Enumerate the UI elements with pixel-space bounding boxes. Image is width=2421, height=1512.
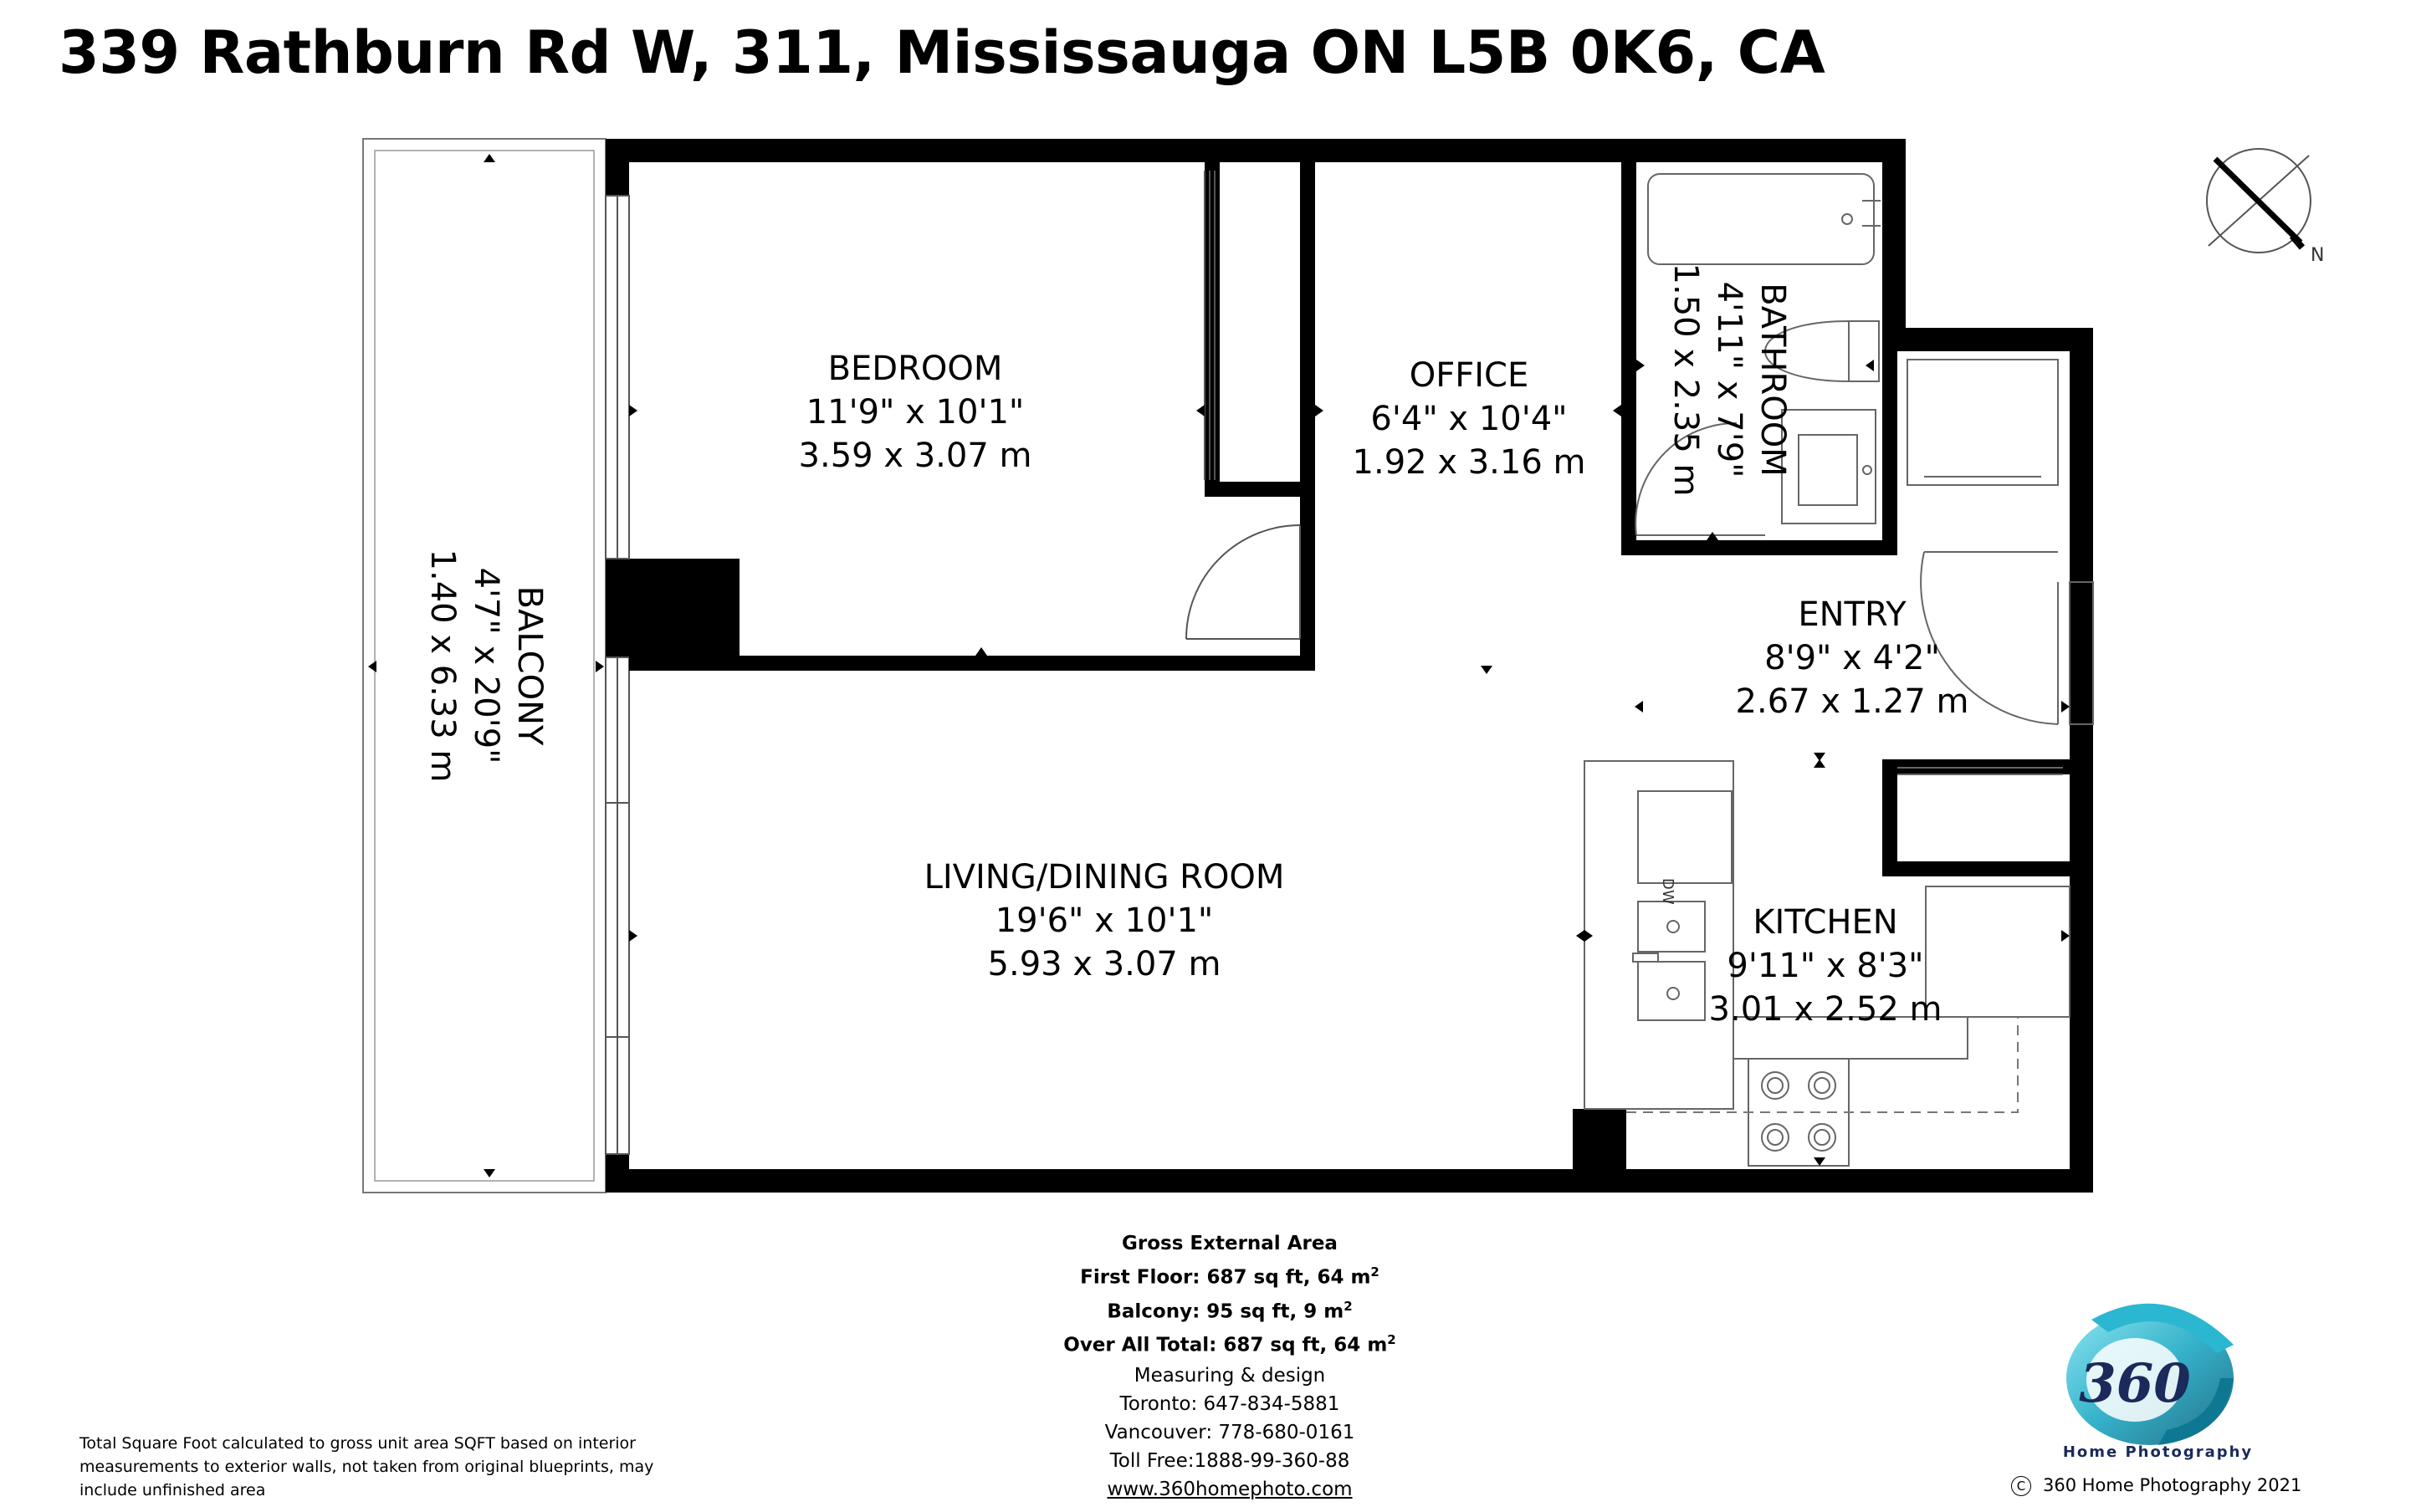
svg-text:3.59 x 3.07 m: 3.59 x 3.07 m (799, 437, 1032, 475)
svg-text:4'11" x 7'9": 4'11" x 7'9" (1710, 281, 1748, 478)
area-overall: Over All Total: 687 sq ft, 64 m2 (1063, 1332, 1396, 1356)
bathtub (1647, 173, 1881, 265)
area-first-floor: First Floor: 687 sq ft, 64 m2 (1080, 1264, 1379, 1289)
copyright-text: 360 Home Photography 2021 (2043, 1475, 2302, 1495)
room-label-office: OFFICE 6'4" x 10'4" 1.92 x 3.16 m (1353, 356, 1586, 482)
svg-text:6'4" x 10'4": 6'4" x 10'4" (1370, 400, 1567, 438)
svg-text:OFFICE: OFFICE (1410, 356, 1529, 395)
svg-text:1.92 x 3.16 m: 1.92 x 3.16 m (1353, 443, 1586, 482)
gross-area-summary: Gross External Area First Floor: 687 sq … (920, 1229, 1539, 1360)
contact-measuring: Measuring & design (1134, 1365, 1326, 1387)
compass-north-label: N (2311, 245, 2324, 266)
svg-text:1.50 x 2.35 m: 1.50 x 2.35 m (1666, 263, 1705, 497)
room-label-balcony: BALCONY 4'7" x 20'9" 1.40 x 6.33 m (423, 549, 549, 783)
logo-number: 360 (2079, 1352, 2191, 1415)
interior-walls (629, 162, 2070, 876)
company-logo: 360 (2066, 1303, 2234, 1445)
svg-text:11'9" x 10'1": 11'9" x 10'1" (806, 393, 1025, 432)
svg-text:1.40 x 6.33 m: 1.40 x 6.33 m (423, 549, 462, 783)
room-label-entry: ENTRY 8'9" x 4'2" 2.67 x 1.27 m (1736, 595, 1969, 721)
logo-text: Home Photography (2062, 1443, 2254, 1461)
contact-toronto: Toronto: 647-834-5881 (1119, 1393, 1340, 1415)
page-title: 339 Rathburn Rd W, 311, Mississauga ON L… (59, 18, 1825, 87)
contact-vancouver: Vancouver: 778-680-0161 (1104, 1422, 1355, 1443)
kitchen-pantry (1897, 767, 2070, 1018)
svg-text:19'6" x 10'1": 19'6" x 10'1" (996, 902, 1214, 940)
website-link[interactable]: www.360homephoto.com (1107, 1479, 1353, 1500)
bathroom-door (1635, 421, 1765, 536)
svg-text:BATHROOM: BATHROOM (1753, 283, 1792, 476)
room-label-bedroom: BEDROOM 11'9" x 10'1" 3.59 x 3.07 m (799, 350, 1032, 475)
room-label-kitchen: KITCHEN 9'11" x 8'3" 3.01 x 2.52 m (1709, 903, 1942, 1029)
balcony-windows (605, 195, 630, 1155)
svg-text:5.93 x 3.07 m: 5.93 x 3.07 m (988, 945, 1221, 983)
exterior-walls (606, 139, 2093, 1193)
dishwasher-label: DW (1659, 878, 1676, 905)
svg-text:BALCONY: BALCONY (510, 586, 549, 746)
bedroom-door (1185, 524, 1301, 640)
svg-text:4'7" x 20'9": 4'7" x 20'9" (467, 567, 505, 764)
entry-closet (1907, 359, 2059, 486)
svg-text:9'11" x 8'3": 9'11" x 8'3" (1727, 947, 1923, 985)
compass-icon (2206, 148, 2311, 253)
dimension-markers (368, 154, 2070, 1177)
svg-text:2.67 x 1.27 m: 2.67 x 1.27 m (1736, 682, 1969, 721)
svg-text:LIVING/DINING ROOM: LIVING/DINING ROOM (924, 858, 1285, 896)
kitchen-island-outline (1626, 1017, 2019, 1113)
room-label-living: LIVING/DINING ROOM 19'6" x 10'1" 5.93 x … (924, 858, 1285, 983)
svg-text:ENTRY: ENTRY (1798, 595, 1907, 634)
wardrobe-doors (1204, 171, 1216, 480)
bathroom-sink (1781, 409, 1876, 524)
svg-text:3.01 x 2.52 m: 3.01 x 2.52 m (1709, 990, 1942, 1029)
svg-text:BEDROOM: BEDROOM (828, 350, 1003, 388)
area-balcony: Balcony: 95 sq ft, 9 m2 (1107, 1298, 1353, 1323)
toilet (1763, 319, 1880, 383)
svg-text:8'9" x 4'2": 8'9" x 4'2" (1764, 639, 1940, 677)
copyright: C 360 Home Photography 2021 (2011, 1475, 2301, 1496)
copyright-icon: C (2011, 1476, 2031, 1496)
area-heading: Gross External Area (1122, 1233, 1338, 1254)
contact-tollfree: Toll Free:1888-99-360-88 (1109, 1450, 1350, 1472)
entry-door (1920, 551, 2094, 725)
contact-info: Measuring & design Toronto: 647-834-5881… (1021, 1361, 1439, 1504)
disclaimer-text: Total Square Foot calculated to gross un… (79, 1434, 654, 1499)
svg-text:KITCHEN: KITCHEN (1753, 903, 1897, 942)
room-label-bathroom: BATHROOM 4'11" x 7'9" 1.50 x 2.35 m (1666, 263, 1792, 497)
